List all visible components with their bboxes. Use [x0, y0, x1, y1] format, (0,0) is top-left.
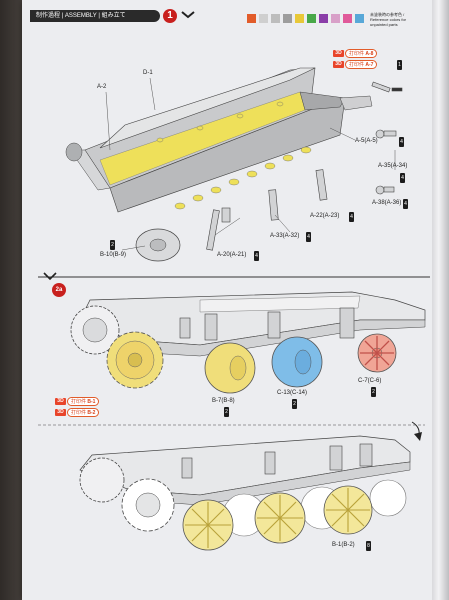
color-swatch: [259, 14, 268, 23]
print-part-1: A-8: [365, 51, 374, 57]
print-badge-1: 3D: [333, 50, 344, 57]
road-wheels-bottom: [182, 479, 407, 551]
qty-a22: 4: [349, 212, 354, 222]
qty-print-top: 1: [397, 60, 402, 70]
qty-c7: 2: [371, 387, 376, 397]
print-part-4: B-2: [87, 410, 96, 416]
track-sprocket-bottom: [79, 457, 175, 532]
color-swatch: [319, 14, 328, 23]
print-note-3: 打印件 B-1: [67, 397, 100, 406]
legend-note: 未塗装時の参考色 / Reference colors for unpainte…: [370, 12, 407, 27]
qty-c13: 2: [292, 399, 297, 409]
assembly-header: 制作過程 | ASSEMBLY | 組み立て: [30, 10, 160, 22]
color-swatch: [355, 14, 364, 23]
label-a5: A-5(A-5): [355, 138, 378, 144]
label-a35: A-35(A-34): [378, 163, 408, 169]
print-note-2: 打印件 A-7: [345, 60, 378, 69]
qty-a5: 4: [399, 137, 404, 147]
label-d1: D-1: [143, 70, 153, 76]
suspension-arms-2a: [179, 307, 355, 341]
label-c13: C-13(C-14): [277, 390, 308, 396]
divider-1-chevron: [43, 272, 57, 281]
print-part-3: B-1: [87, 399, 96, 405]
suspension-arms: [206, 169, 328, 251]
label-c7: C-7(C-6): [358, 378, 382, 384]
color-swatch: [271, 14, 280, 23]
label-a2: A-2: [97, 84, 107, 90]
print-badge-4: 3D: [55, 409, 66, 416]
label-a33: A-33(A-32): [270, 233, 300, 239]
road-wheel-c7: [357, 333, 397, 373]
label-b7: B-7(B-8): [212, 398, 235, 404]
qty-b7: 2: [224, 407, 229, 417]
suspension-stubs: [156, 101, 312, 210]
qty-b1: 8: [366, 541, 371, 551]
flow-arrow-head: [414, 432, 422, 441]
hull-tub: [65, 67, 373, 213]
next-page-edge: [432, 0, 449, 600]
label-a20: A-20(A-21): [217, 252, 247, 258]
qty-a38: 4: [403, 199, 408, 209]
print-badge-3: 3D: [55, 398, 66, 405]
print-badge-2: 3D: [333, 61, 344, 68]
label-b1: B-1(B-2): [332, 542, 355, 548]
label-a22: A-22(A-23): [310, 213, 340, 219]
color-swatch: [331, 14, 340, 23]
print-part-2: A-7: [365, 62, 374, 68]
road-wheel-b7: [204, 342, 256, 394]
leader-lines-1: [105, 77, 396, 251]
qty-a20: 4: [254, 251, 259, 261]
track-sprocket-2a: [70, 305, 120, 355]
small-parts: [371, 81, 403, 195]
drive-sprocket-yellow: [106, 331, 164, 389]
qty-a33: 4: [306, 232, 311, 242]
color-swatch: [307, 14, 316, 23]
color-swatch: [247, 14, 256, 23]
idler-wheel-b10: [135, 228, 181, 262]
print-note-4: 打印件 B-2: [67, 408, 100, 417]
substep-2a: 2a: [52, 283, 66, 297]
label-b10: B-10(B-9): [100, 252, 127, 258]
color-swatch: [343, 14, 352, 23]
qty-a35: 4: [400, 173, 405, 183]
qty-b10: 2: [110, 240, 115, 250]
suspension-arms-bottom: [181, 443, 373, 479]
step-number: 1: [163, 9, 177, 23]
hull-side-bottom: [79, 435, 411, 506]
color-swatch: [295, 14, 304, 23]
road-wheel-c13: [271, 336, 323, 388]
print-note-1: 打印件 A-8: [345, 49, 378, 58]
color-swatch: [283, 14, 292, 23]
label-a38: A-38(A-36): [372, 200, 402, 206]
